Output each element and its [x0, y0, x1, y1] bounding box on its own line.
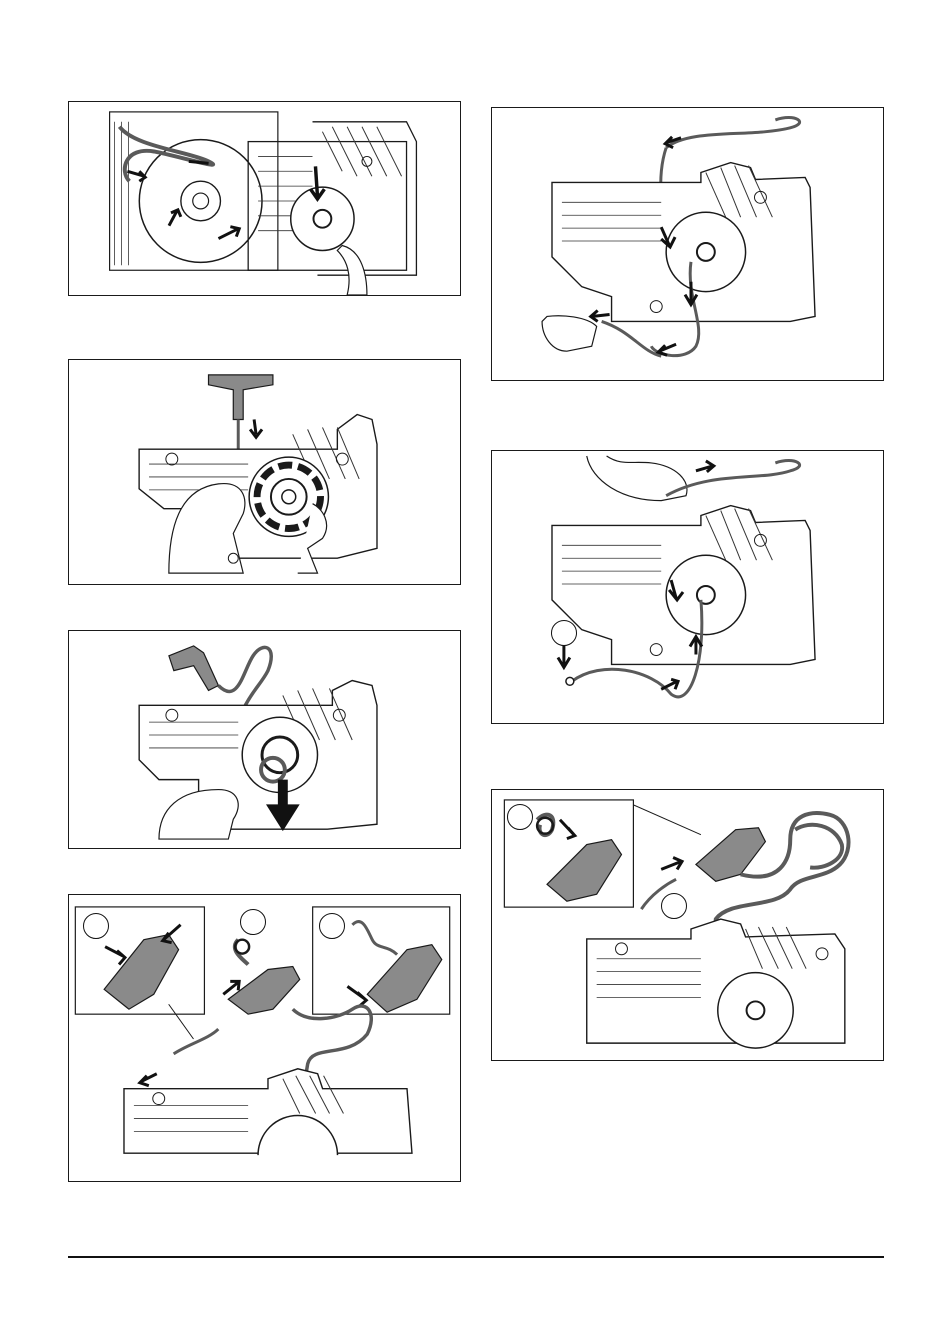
figure-2 [68, 359, 461, 585]
figure-3-illustration [69, 631, 460, 848]
callout-1 [83, 913, 109, 939]
callout-2 [240, 909, 266, 935]
figure-5 [491, 107, 884, 381]
callout-1 [507, 804, 533, 830]
figure-1-illustration [69, 102, 460, 295]
figure-7 [491, 789, 884, 1061]
figure-4-illustration [69, 895, 460, 1181]
figure-7-illustration [492, 790, 883, 1060]
figure-6-illustration [492, 451, 883, 723]
callout-1 [551, 620, 577, 646]
figure-3 [68, 630, 461, 849]
figure-6 [491, 450, 884, 724]
figure-5-illustration [492, 108, 883, 380]
figure-1 [68, 101, 461, 296]
figure-4 [68, 894, 461, 1182]
callout-2 [661, 893, 687, 919]
footer-rule [68, 1256, 884, 1258]
figure-2-illustration [69, 360, 460, 584]
callout-3 [319, 913, 345, 939]
